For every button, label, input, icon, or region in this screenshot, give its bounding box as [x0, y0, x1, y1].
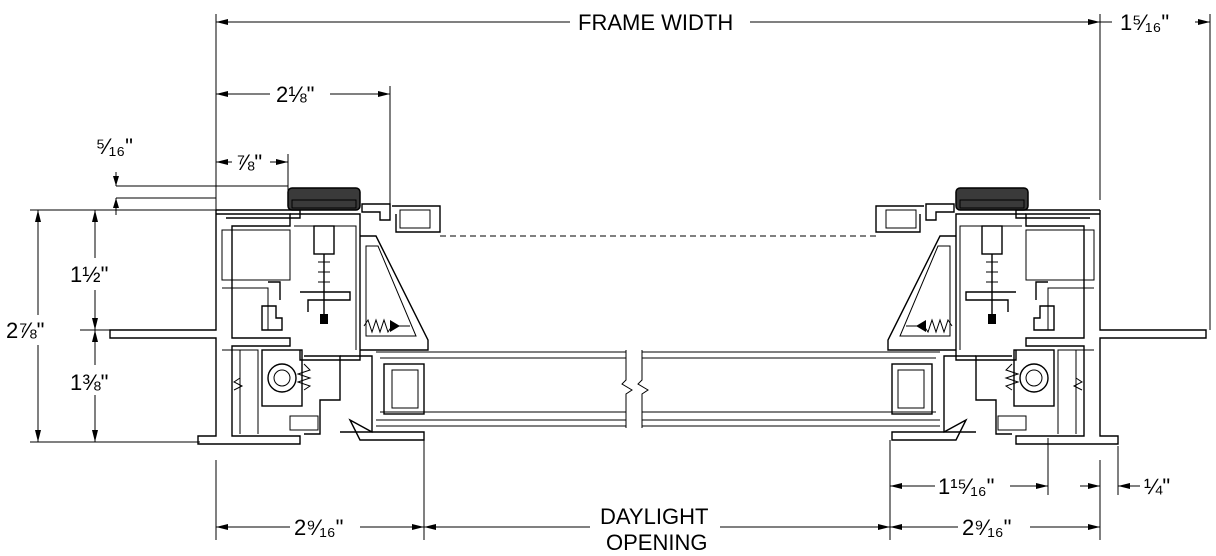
daylight-label: DAYLIGHT	[600, 504, 708, 529]
left-pressure-cap	[287, 187, 361, 211]
dim-seven-eighth-label: ⅞"	[236, 150, 262, 175]
opening-label: OPENING	[606, 530, 707, 555]
dim-one-quarter-label: ¼"	[1144, 474, 1170, 499]
dimension-lines	[30, 14, 1211, 540]
glass-unit	[376, 350, 940, 428]
dim-bottom-right-label: 2⁹⁄₁₆"	[962, 515, 1011, 540]
dim-five-sixteenth-label: ⁵⁄₁₆"	[96, 134, 133, 159]
dim-two-seven-eighth-label: 2⅞"	[6, 318, 44, 343]
frame-width-label: FRAME WIDTH	[578, 10, 733, 35]
dim-two-eighth-label: 2⅛"	[276, 82, 314, 107]
right-frame-profile	[875, 187, 1207, 445]
dim-one-fifteen-sixteenth-label: 1¹⁵⁄₁₆"	[938, 474, 994, 499]
dim-one-three-eighth-label: 1⅜"	[70, 370, 108, 395]
left-frame-profile	[109, 187, 441, 445]
dim-one-half-label: 1½"	[70, 262, 108, 287]
dim-top-right-label: 1⁵⁄₁₆"	[1120, 10, 1169, 35]
dim-bottom-left-label: 2⁹⁄₁₆"	[294, 515, 343, 540]
